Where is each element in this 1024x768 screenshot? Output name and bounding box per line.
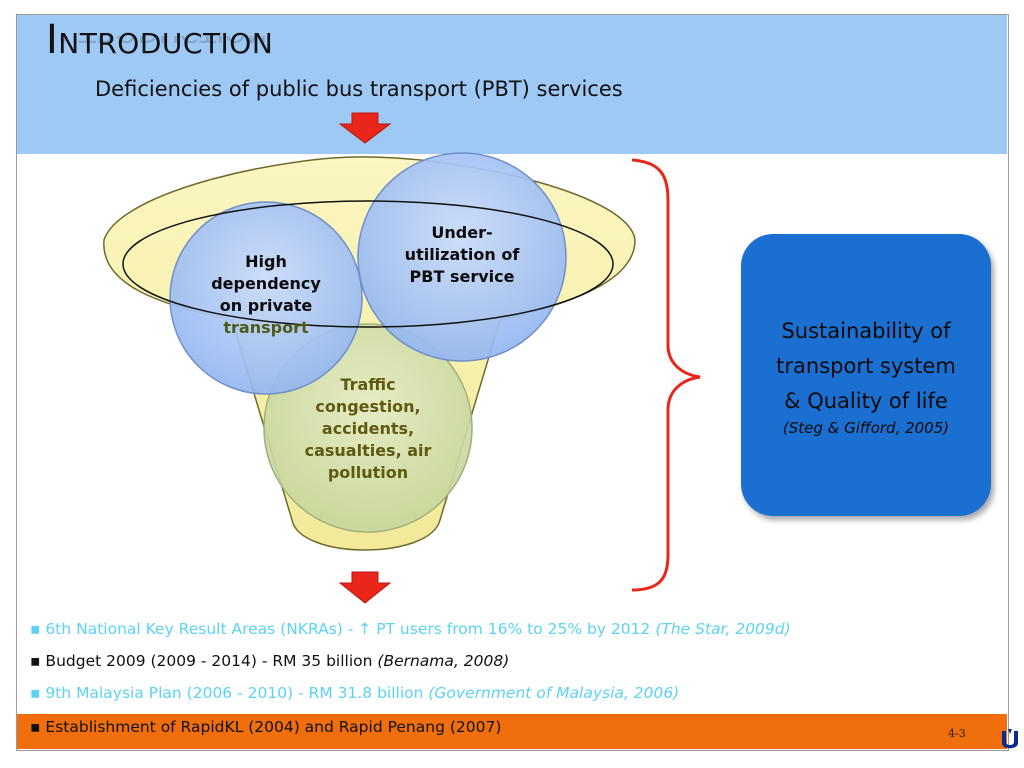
bullet-9mp: ▪ 9th Malaysia Plan (2006 - 2010) - RM 3… — [30, 684, 680, 702]
bullet-nkra: ▪ 6th National Key Result Areas (NKRAs) … — [30, 620, 791, 638]
high-dependency-label: High dependency on private transport — [211, 252, 321, 337]
header-band — [17, 15, 1007, 154]
slide-number: 4-3 — [948, 727, 966, 740]
bullet-list: ▪ 6th National Key Result Areas (NKRAs) … — [30, 616, 791, 712]
sustainability-line: Sustainability of — [781, 319, 951, 343]
slide-subtitle: Deficiencies of public bus transport (PB… — [95, 77, 623, 101]
down-arrow-icon — [338, 112, 392, 144]
sustainability-box: Sustainability of transport system & Qua… — [741, 234, 991, 516]
bullet-budget: ▪ Budget 2009 (2009 - 2014) - RM 35 bill… — [30, 652, 510, 670]
sustainability-line: & Quality of life — [784, 389, 948, 413]
funnel-rim — [122, 200, 614, 328]
under-utilization-label: Under- utilization of PBT service — [404, 223, 520, 286]
right-brace — [631, 158, 701, 592]
bullet-rapid: ▪ Establishment of RapidKL (2004) and Ra… — [30, 718, 502, 736]
high-dependency-circle — [169, 201, 363, 395]
footer-bar — [17, 714, 1007, 749]
sustainability-citation: (Steg & Gifford, 2005) — [782, 419, 950, 437]
slide-title: Introduction — [46, 17, 274, 63]
under-utilization-circle — [357, 152, 567, 362]
traffic-congestion-label: Traffic congestion, accidents, casualtie… — [304, 375, 432, 482]
sustainability-line: transport system — [776, 354, 956, 378]
down-arrow-icon — [338, 571, 392, 604]
university-logo-icon — [1002, 729, 1018, 749]
